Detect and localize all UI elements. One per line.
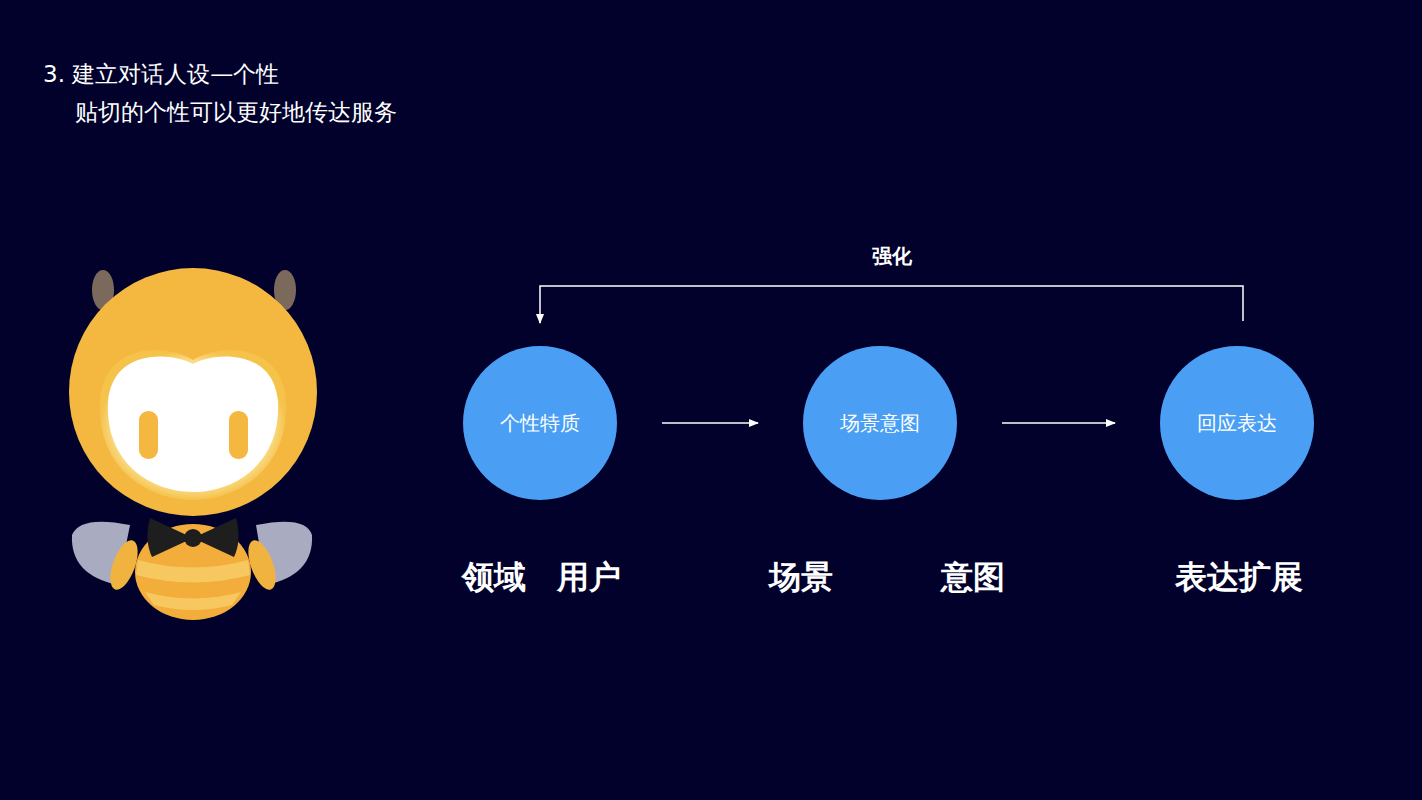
flow-arrow — [662, 422, 758, 424]
node-label: 回应表达 — [1197, 410, 1277, 437]
node-label: 场景意图 — [840, 410, 920, 437]
slide-title: 3. 建立对话人设—个性 — [43, 59, 279, 90]
annotation-label: 场景 — [769, 556, 833, 600]
feedback-arrow — [540, 286, 1243, 323]
edge-label: 强化 — [869, 243, 915, 270]
annotation-label: 意图 — [941, 556, 1005, 600]
annotation-label: 表达扩展 — [1175, 556, 1303, 600]
process-circle: 个性特质 — [463, 346, 617, 500]
flow-arrow — [1002, 422, 1115, 424]
subtitle: 贴切的个性可以更好地传达服务 — [75, 97, 397, 128]
process-circle: 回应表达 — [1160, 346, 1314, 500]
node-label: 个性特质 — [500, 410, 580, 437]
annotation-label: 领域 — [462, 556, 526, 600]
process-circle: 场景意图 — [803, 346, 957, 500]
annotation-label: 用户 — [557, 556, 621, 600]
